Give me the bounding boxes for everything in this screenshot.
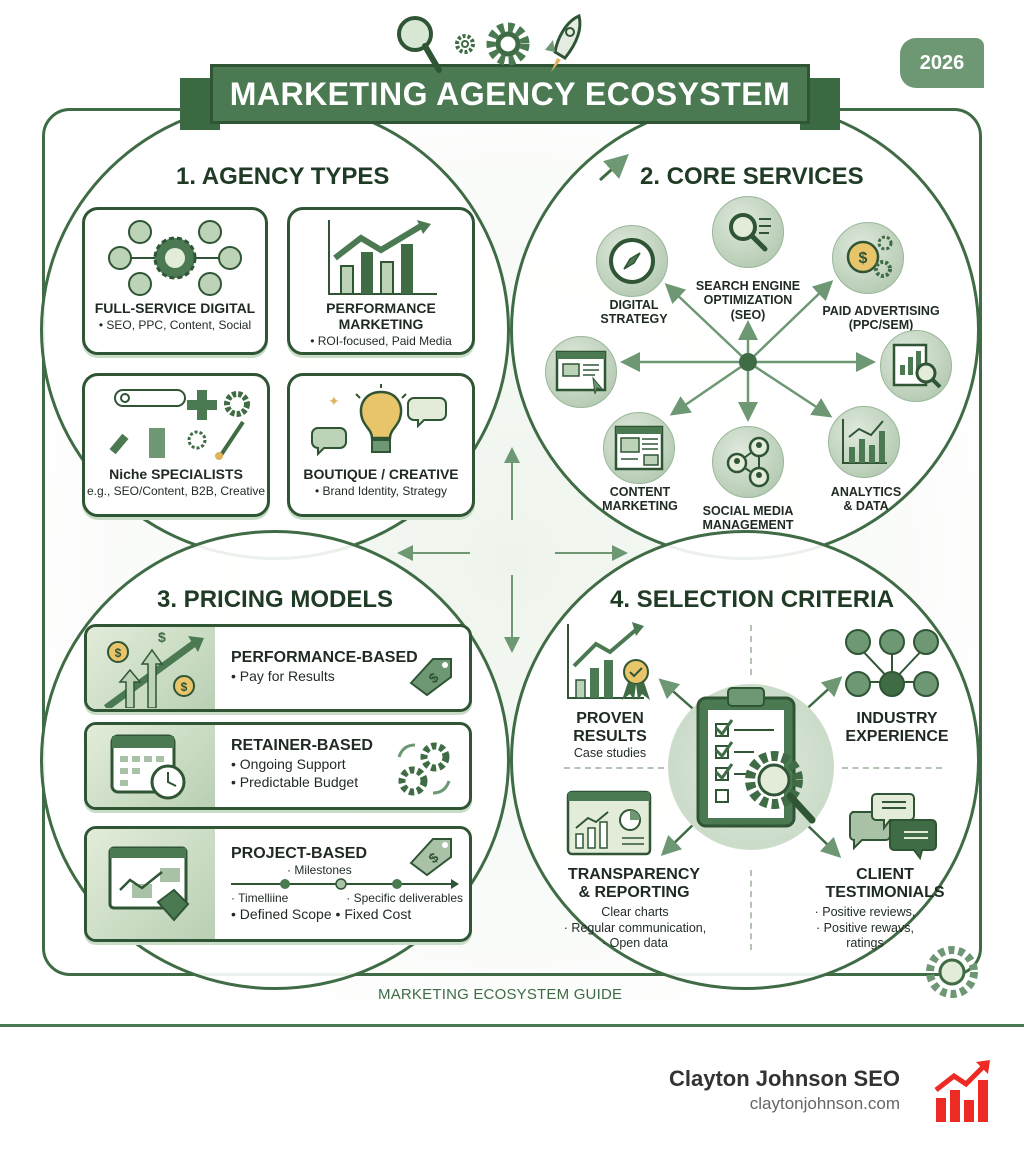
card-subtitle: • SEO, PPC, Content, Social [98,318,252,332]
content-page-icon [614,425,664,471]
divider [842,767,942,769]
web-page-cursor-icon [555,350,607,394]
card-subtitle: • ROI-focused, Paid Media [310,334,452,348]
cycling-gears-icon [397,742,451,796]
card-title: FULL-SERVICE DIGITAL [94,300,256,316]
pricing-card-performance[interactable]: $$$ PERFORMANCE-BASED • Pay for Results … [84,624,472,712]
card-subtitle: • Brand Identity, Strategy [314,484,448,498]
pricing-line: • Ongoing Support [231,756,346,772]
divider [750,625,752,675]
chat-bubbles-icon [849,793,937,860]
report-magnifier-icon [892,343,942,389]
analytics-chart-icon [842,419,887,464]
service-paid-advertising[interactable]: $ [832,222,904,294]
card-title: PERFORMANCE MARKETING [326,300,436,332]
brand-block: Clayton Johnson SEO claytonjohnson.com [669,1066,900,1114]
rocket-icon [545,13,582,72]
pricing-line: • Pay for Results [231,668,335,684]
criterion-subtitle: Case studies [573,746,647,760]
calendar-clock-icon [110,734,186,800]
agency-card-performance[interactable]: PERFORMANCE MARKETING • ROI-focused, Pai… [287,207,475,355]
divider [750,870,752,950]
footer-separator [0,1024,1024,1027]
service-digital-strategy[interactable] [596,225,668,297]
criterion-title: PROVEN RESULTS [573,710,647,745]
service-label: CONTENT MARKETING [602,485,678,514]
criterion-subtitle: Clear charts · Regular communication, · … [563,905,707,951]
service-content-marketing[interactable] [603,412,675,484]
agency-card-niche[interactable]: Niche SPECIALISTS e.g., SEO/Content, B2B… [82,373,270,517]
pricing-card-project[interactable]: PROJECT-BASED · Milestones · Timelliine ·… [84,826,472,942]
criterion-subtitle: · Positive reviews, · Positive rewavs, r… [814,905,916,951]
magnifier-icon [397,16,442,73]
svg-text:$: $ [115,646,122,660]
agency-card-full-service[interactable]: FULL-SERVICE DIGITAL • SEO, PPC, Content… [82,207,268,355]
project-dashboard-icon [108,846,190,922]
brand-name: Clayton Johnson SEO [668,1066,900,1091]
rising-dollars-icon: $ $ $ [103,629,204,708]
service-report[interactable] [880,330,952,402]
service-social-media[interactable] [712,426,784,498]
gear-icon [486,22,530,66]
svg-text:$: $ [859,250,868,267]
timeline-label: · Timelliine [231,891,289,905]
brand-url[interactable]: claytonjohnson.com [749,1094,900,1113]
criterion-title: CLIENT TESTIMONIALS [825,866,945,901]
pricing-card-retainer[interactable]: RETAINER-BASED • Ongoing Support • Predi… [84,722,472,810]
svg-text:✦: ✦ [328,393,340,409]
price-tag-icon: $ [409,658,452,697]
dollar-gears-icon: $ [846,235,893,278]
network-people-icon [845,629,939,697]
service-label: SOCIAL MEDIA MANAGEMENT [702,504,794,533]
service-label: ANALYTICS & DATA [830,485,902,514]
infographic-canvas: MARKETING AGENCY ECOSYSTEM 2026 [0,0,1024,1003]
service-label: PAID ADVERTISING (PPC/SEM) [822,304,940,333]
pricing-title: PERFORMANCE-BASED [231,649,418,666]
small-gear-icon [455,34,475,54]
service-seo[interactable] [712,196,784,268]
search-icon [729,213,771,252]
svg-text:$: $ [181,680,188,694]
pricing-title: PROJECT-BASED [231,845,368,862]
dashboard-report-icon [566,790,652,856]
section-title-core-services: 2. CORE SERVICES [640,163,864,190]
divider [564,767,664,769]
clipboard-checklist-icon [696,687,816,828]
page-title: MARKETING AGENCY ECOSYSTEM [210,64,810,124]
criterion-title: INDUSTRY EXPERIENCE [845,710,949,745]
timeline-arrow [231,878,459,890]
year-badge: 2026 [900,38,984,88]
card-subtitle: e.g., SEO/Content, B2B, Creative [86,484,266,498]
milestones-label: · Milestones [287,863,352,877]
card-title: BOUTIQUE / CREATIVE [303,466,459,482]
hub-gear-icon [108,220,242,296]
pricing-line: • Predictable Budget [231,774,359,791]
chart-award-icon [567,622,650,700]
brand-logo-chart-icon [934,1060,990,1122]
section-title-selection-criteria: 4. SELECTION CRITERIA [610,586,895,613]
deliverables-label: · Specific deliverables [346,891,463,905]
section-title-pricing-models: 3. PRICING MODELS [157,586,394,613]
pricing-line: • Defined Scope • Fixed Cost [231,906,412,922]
swirl-gear-icon [926,946,978,998]
pricing-title: RETAINER-BASED [231,737,373,754]
agency-card-boutique[interactable]: ✦ BOUTIQUE / CREATIVE • Brand Identity, … [287,373,475,517]
service-analytics[interactable] [828,406,900,478]
compass-icon [609,238,655,284]
service-label: DIGITAL STRATEGY [600,298,668,327]
lightbulb-icon: ✦ [311,384,447,457]
growth-chart-icon [328,220,437,295]
social-network-icon [726,436,770,488]
service-web-page[interactable] [545,336,617,408]
card-title: Niche SPECIALISTS [109,466,243,482]
guide-label: MARKETING ECOSYSTEM GUIDE [378,986,623,1003]
header-icons [395,12,589,76]
section-title-agency-types: 1. AGENCY TYPES [176,163,390,190]
service-label: SEARCH ENGINE OPTIMIZATION (SEO) [695,279,801,322]
criterion-title: TRANSPARENCY & REPORTING [567,866,701,901]
tools-icon [109,389,250,460]
price-tag-icon: $ [409,838,452,877]
svg-text:$: $ [158,629,166,645]
